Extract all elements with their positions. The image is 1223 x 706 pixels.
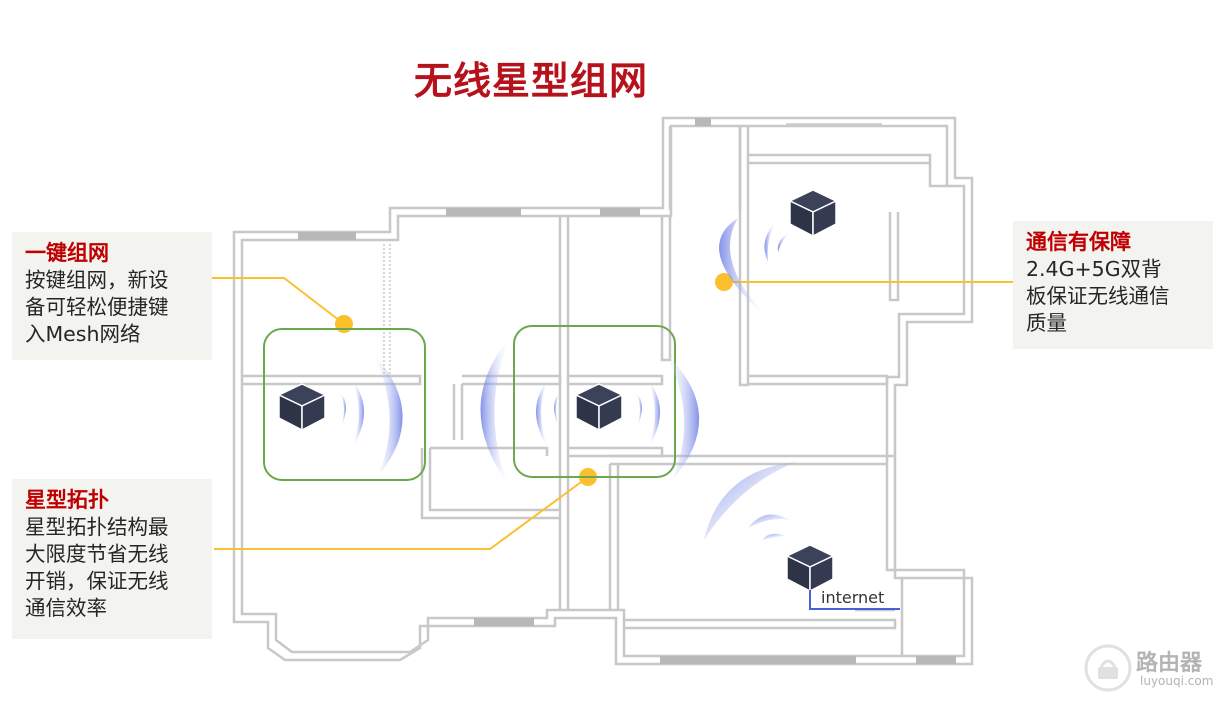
callout-dot-guarantee: [715, 273, 733, 291]
router-cube-icon: [785, 544, 835, 593]
page-title: 无线星型组网: [414, 59, 649, 103]
callout-lines: [208, 277, 1013, 550]
mesh-group-box-left: [263, 328, 426, 481]
router-cube-icon: [277, 383, 327, 432]
wifi-wave-icon: [340, 352, 403, 476]
panel-text-line: 开销，保证无线: [25, 569, 169, 593]
panel-title-star: 星型拓扑: [25, 488, 109, 512]
panel-text-line: 入Mesh网络: [25, 322, 141, 346]
window-marks: [298, 118, 956, 664]
watermark-sub: luyouqi.com: [1140, 674, 1214, 688]
router-cube-icon: [574, 383, 624, 432]
wifi-wave-icon: [719, 218, 790, 320]
panel-text-line: 质量: [1026, 311, 1067, 335]
watermark-text: 路由器: [1136, 651, 1203, 676]
panel-guarantee: 通信有保障 2.4G+5G双背 板保证无线通信 质量: [1013, 221, 1213, 349]
panel-text-line: 2.4G+5G双背: [1026, 257, 1162, 281]
panel-text-line: 板保证无线通信: [1026, 284, 1170, 308]
panel-one-key: 一键组网 按键组网，新设 备可轻松便捷键 入Mesh网络: [12, 232, 212, 360]
panel-text-line: 星型拓扑结构最: [25, 515, 169, 539]
wifi-wave-icon: [704, 462, 796, 540]
door-track: [383, 244, 391, 376]
watermark-logo-icon: [1084, 644, 1132, 692]
panel-text-line: 按键组网，新设: [25, 268, 169, 292]
router-cube-icon: [788, 189, 838, 238]
wifi-wave-icon: [636, 352, 700, 480]
internet-line: [809, 590, 900, 610]
panel-text-line: 备可轻松便捷键: [25, 295, 169, 319]
panel-title-guarantee: 通信有保障: [1026, 230, 1131, 254]
panel-star: 星型拓扑 星型拓扑结构最 大限度节省无线 开销，保证无线 通信效率: [12, 479, 212, 639]
panel-title-one-key: 一键组网: [25, 241, 109, 265]
wifi-wave-icon: [480, 338, 560, 484]
mesh-group-box-center: [513, 325, 676, 478]
panel-text-line: 大限度节省无线: [25, 542, 169, 566]
window-mark-top: [786, 117, 882, 125]
callout-dot-one-key: [335, 315, 353, 333]
internet-label: internet: [821, 588, 885, 607]
panel-text-line: 通信效率: [25, 596, 107, 620]
